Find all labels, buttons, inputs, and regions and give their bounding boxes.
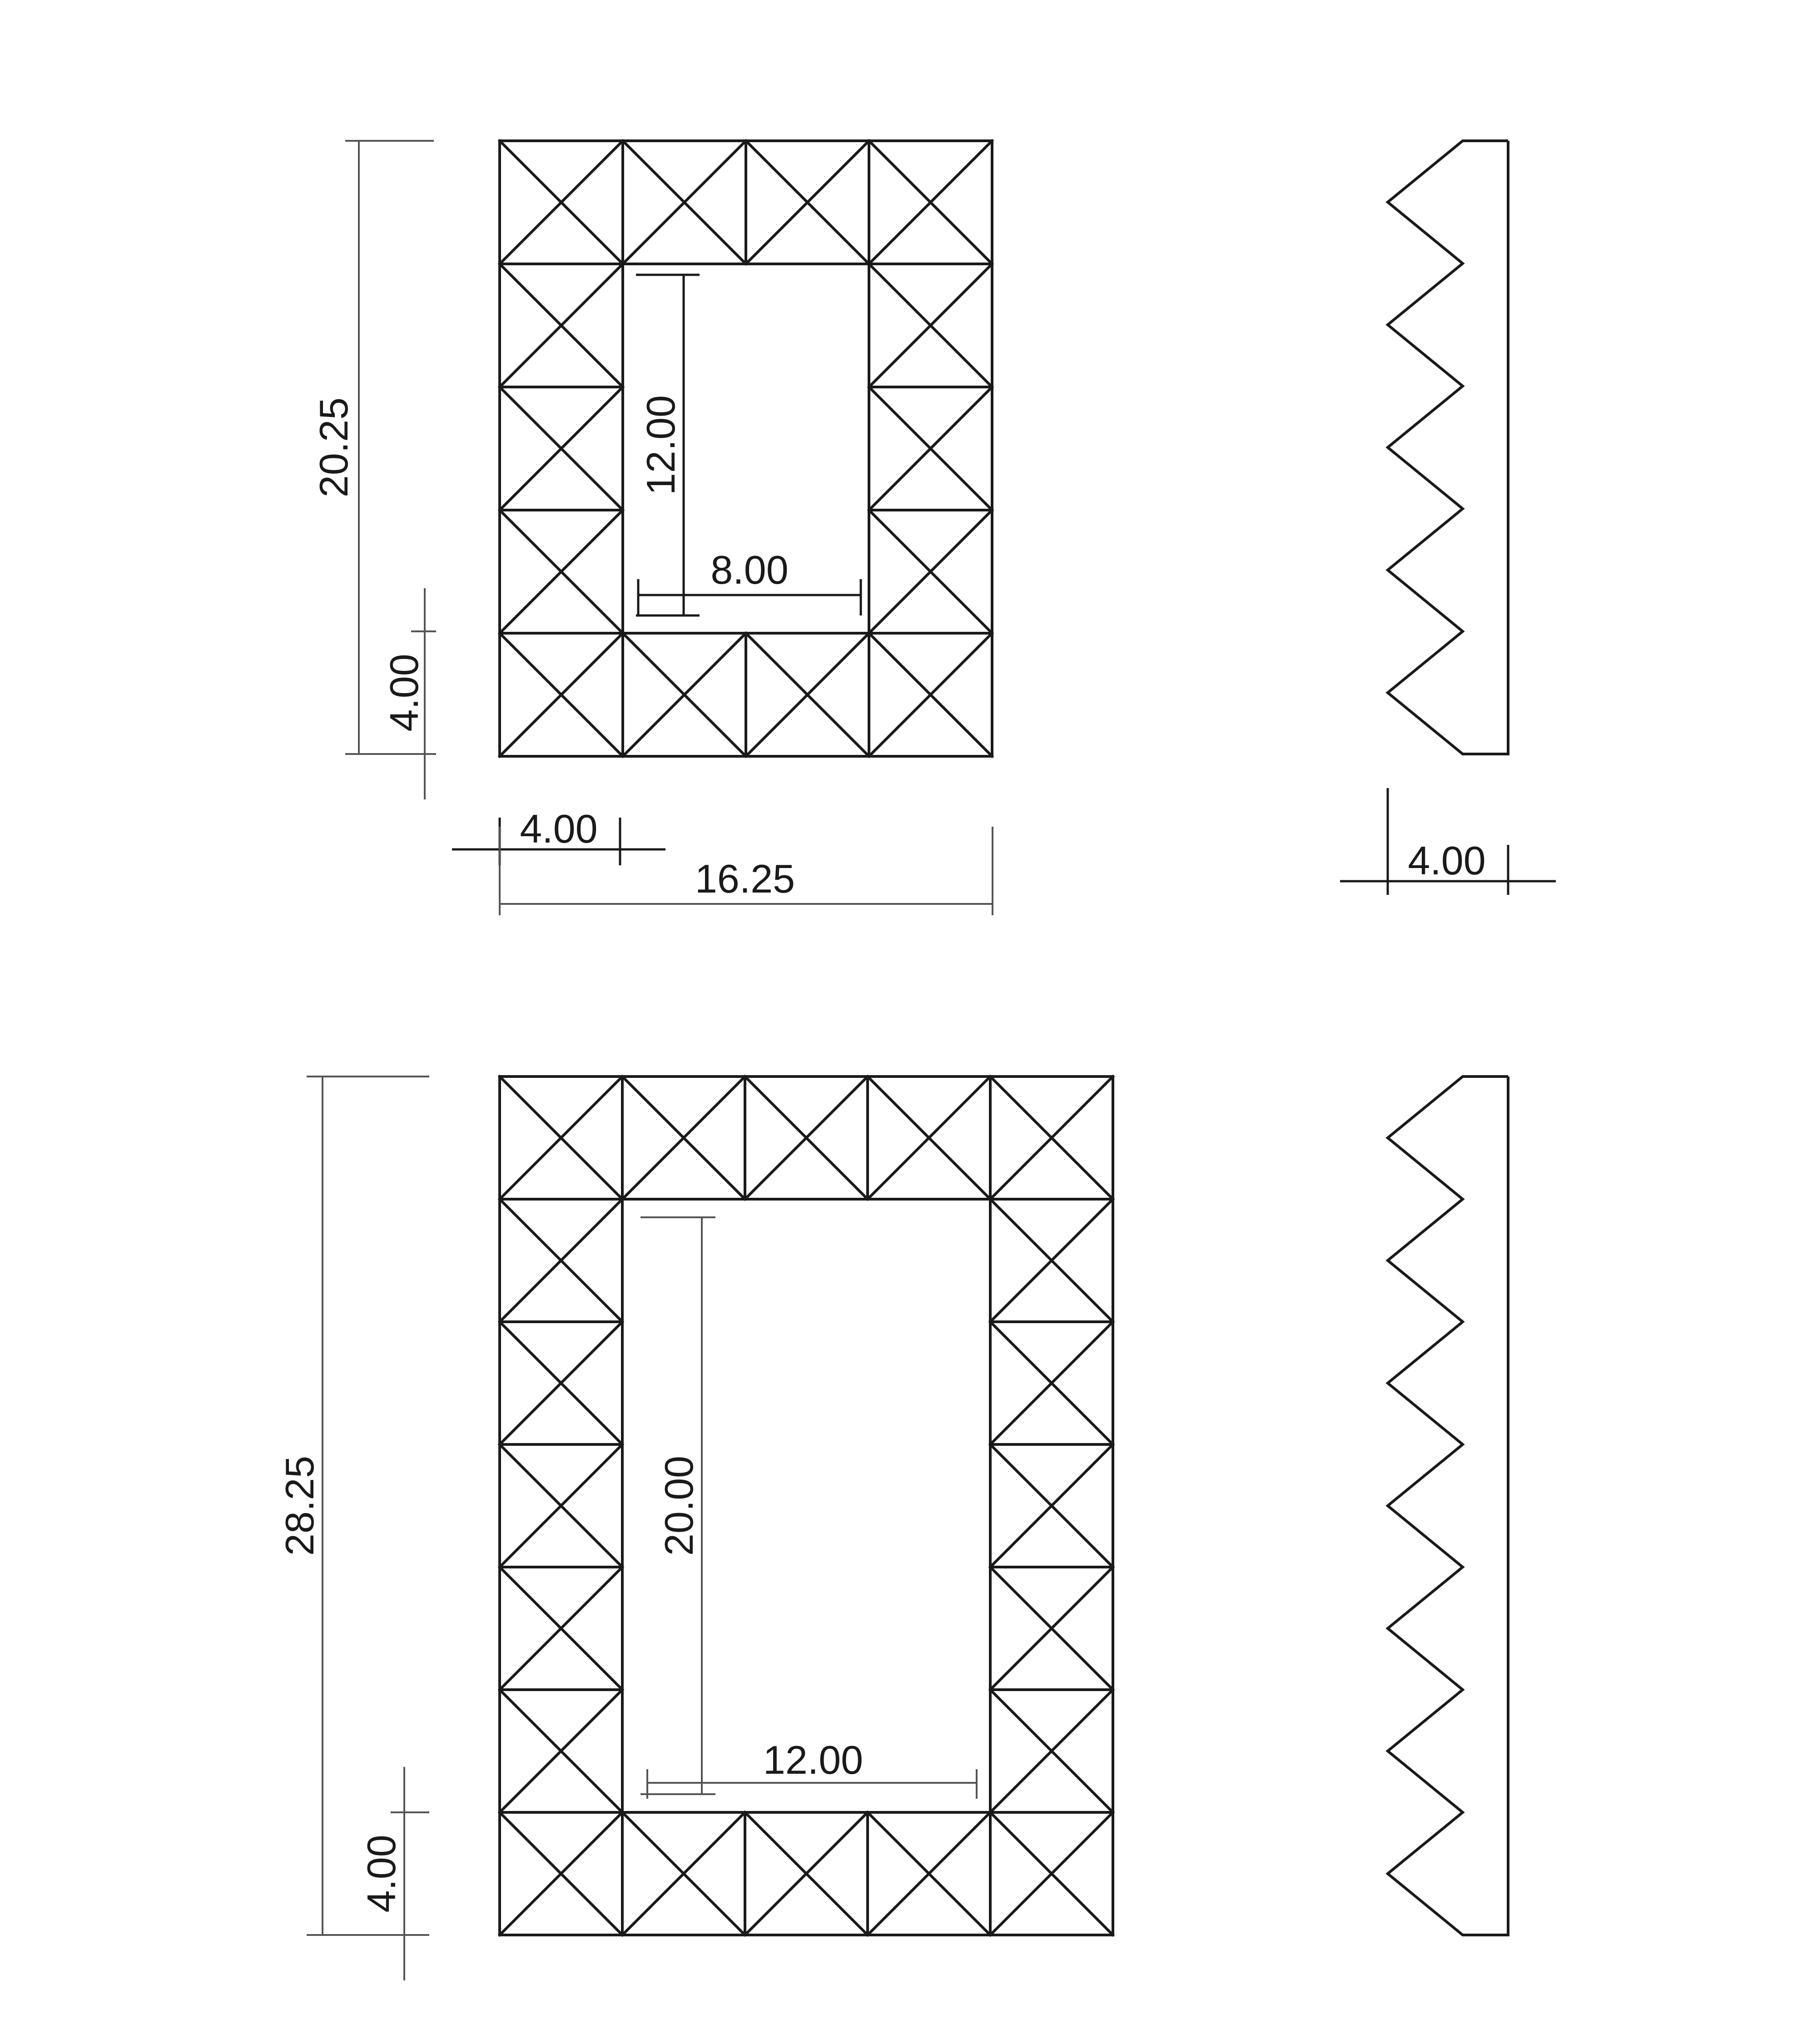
large-profile-zigzag [1385, 1075, 1509, 1936]
pyramid-tile-diagonal-b [867, 508, 994, 635]
pyramid-tile-diagonal-b [497, 508, 625, 635]
small-outer-height-label: 20.25 [311, 397, 356, 497]
small-outer-width-label: 16.25 [695, 856, 795, 901]
small-opening-width-label: 8.00 [710, 547, 788, 592]
large-opening-height-label: 20.00 [656, 1456, 701, 1556]
large-tile-vertical-label: 4.00 [359, 1835, 404, 1912]
pyramid-tile-diagonal-b [497, 139, 625, 266]
small-profile-zigzag [1385, 139, 1509, 755]
pyramid-tile-diagonal-b [988, 1687, 1115, 1815]
pyramid-tile-diagonal-b [620, 1074, 747, 1201]
pyramid-tile-diagonal-b [743, 1810, 870, 1937]
pyramid-tile-diagonal-b [497, 1442, 625, 1569]
pyramid-tile-diagonal-b [621, 139, 748, 266]
pyramid-tile-diagonal-b [743, 1074, 870, 1201]
pyramid-tile-diagonal-b [865, 1810, 993, 1937]
small-frame-dimensions: 20.25 4.00 4.00 16.25 12.00 8.00 [311, 140, 993, 915]
pyramid-tile-diagonal-b [988, 1565, 1115, 1692]
pyramid-tile-diagonal-b [744, 139, 871, 266]
small-frame-front-view [497, 139, 994, 759]
pyramid-tile-diagonal-b [867, 385, 994, 512]
pyramid-tile-diagonal-b [867, 262, 994, 389]
large-outer-height-label: 28.25 [277, 1456, 322, 1556]
pyramid-tile-diagonal-b [988, 1197, 1115, 1324]
small-opening-height-label: 12.00 [638, 395, 683, 495]
large-opening-width-label: 12.00 [763, 1737, 863, 1782]
small-tile-horizontal-label: 4.00 [520, 806, 597, 851]
pyramid-tile-diagonal-b [497, 631, 625, 759]
pyramid-tile-diagonal-b [621, 631, 748, 759]
pyramid-tile-diagonal-b [497, 385, 625, 512]
pyramid-tile-diagonal-b [744, 631, 871, 759]
small-profile-depth-label: 4.00 [1408, 838, 1485, 883]
pyramid-tile-diagonal-b [865, 1074, 993, 1201]
pyramid-tile-diagonal-b [497, 1565, 625, 1692]
pyramid-tile-diagonal-b [497, 1197, 625, 1324]
large-frame-dimensions: 28.25 4.00 20.00 12.00 [277, 1076, 978, 1980]
pyramid-tile-diagonal-b [497, 1320, 625, 1447]
pyramid-tile-diagonal-b [620, 1810, 747, 1937]
large-frame-front-view [497, 1074, 1115, 1937]
pyramid-tile-diagonal-b [497, 1810, 625, 1937]
pyramid-tile-diagonal-b [988, 1074, 1115, 1201]
pyramid-tile-diagonal-b [497, 262, 625, 389]
small-tile-vertical-label: 4.00 [382, 654, 427, 731]
pyramid-tile-diagonal-b [988, 1320, 1115, 1447]
small-frame-side-profile: 4.00 [1340, 139, 1556, 895]
pyramid-tile-diagonal-b [497, 1074, 625, 1201]
frame-outline [498, 1075, 1114, 1936]
pyramid-tile-diagonal-b [988, 1810, 1115, 1937]
pyramid-tile-diagonal-b [867, 631, 994, 759]
large-frame-side-profile [1385, 1075, 1509, 1936]
pyramid-tile-diagonal-b [988, 1442, 1115, 1569]
pyramid-tile-diagonal-b [497, 1687, 625, 1815]
pyramid-tile-diagonal-b [867, 139, 994, 266]
frame-outline [498, 139, 993, 758]
